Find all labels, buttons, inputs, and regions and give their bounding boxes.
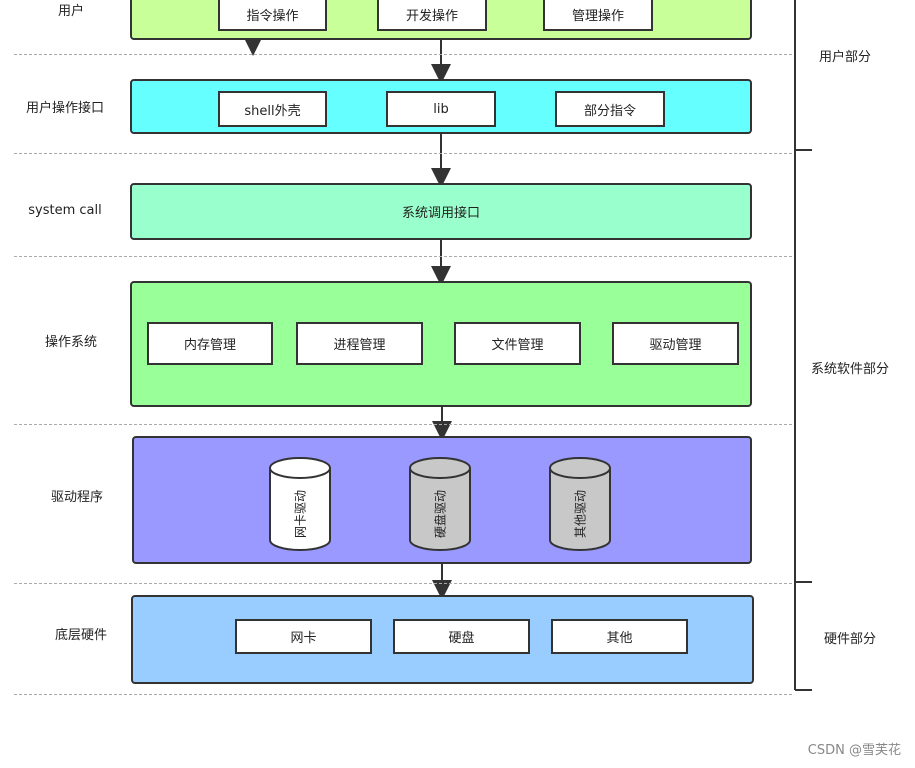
row-label-user-api: 用户操作接口 <box>25 101 104 116</box>
user-item-develop: 开发操作 <box>377 0 487 31</box>
separator-6 <box>14 694 792 695</box>
driver-cylinder-other <box>549 457 611 551</box>
driver-cylinder-disk <box>409 457 471 551</box>
hardware-item-nic: 网卡 <box>235 619 372 654</box>
group-label-hardware: 硬件部分 <box>823 632 876 647</box>
driver-cylinder-disk-label: 硬盘驱动 <box>433 489 448 539</box>
group-label-system-software: 系统软件部分 <box>810 362 889 377</box>
driver-cylinder-other-label: 其他驱动 <box>573 489 588 539</box>
separator-3 <box>14 256 792 257</box>
os-item-process: 进程管理 <box>296 322 423 365</box>
group-bracket <box>794 0 812 691</box>
driver-cylinder-nic-label: 网卡驱动 <box>293 489 308 539</box>
row-label-hardware: 底层硬件 <box>54 628 107 643</box>
separator-2 <box>14 153 792 154</box>
user-item-command: 指令操作 <box>218 0 327 31</box>
os-item-file: 文件管理 <box>454 322 581 365</box>
hardware-item-other: 其他 <box>551 619 688 654</box>
row-label-syscall: system call <box>28 203 102 218</box>
user-api-item-lib: lib <box>386 91 496 127</box>
row-label-drivers: 驱动程序 <box>50 490 103 505</box>
driver-cylinder-nic <box>269 457 331 551</box>
hardware-item-disk: 硬盘 <box>393 619 530 654</box>
group-label-user: 用户部分 <box>818 50 871 65</box>
user-api-item-partial-commands: 部分指令 <box>555 91 665 127</box>
user-item-manage: 管理操作 <box>543 0 653 31</box>
os-item-memory: 内存管理 <box>147 322 273 365</box>
syscall-layer <box>130 183 752 240</box>
separator-5 <box>14 583 792 584</box>
syscall-interface-label: 系统调用接口 <box>401 206 480 221</box>
separator-4 <box>14 424 792 425</box>
row-label-user: 用户 <box>57 4 84 19</box>
os-item-driver: 驱动管理 <box>612 322 739 365</box>
user-api-item-shell: shell外壳 <box>218 91 327 127</box>
row-label-os: 操作系统 <box>44 335 97 350</box>
separator-1 <box>14 54 792 55</box>
watermark: CSDN @雪芙花 <box>807 743 901 758</box>
